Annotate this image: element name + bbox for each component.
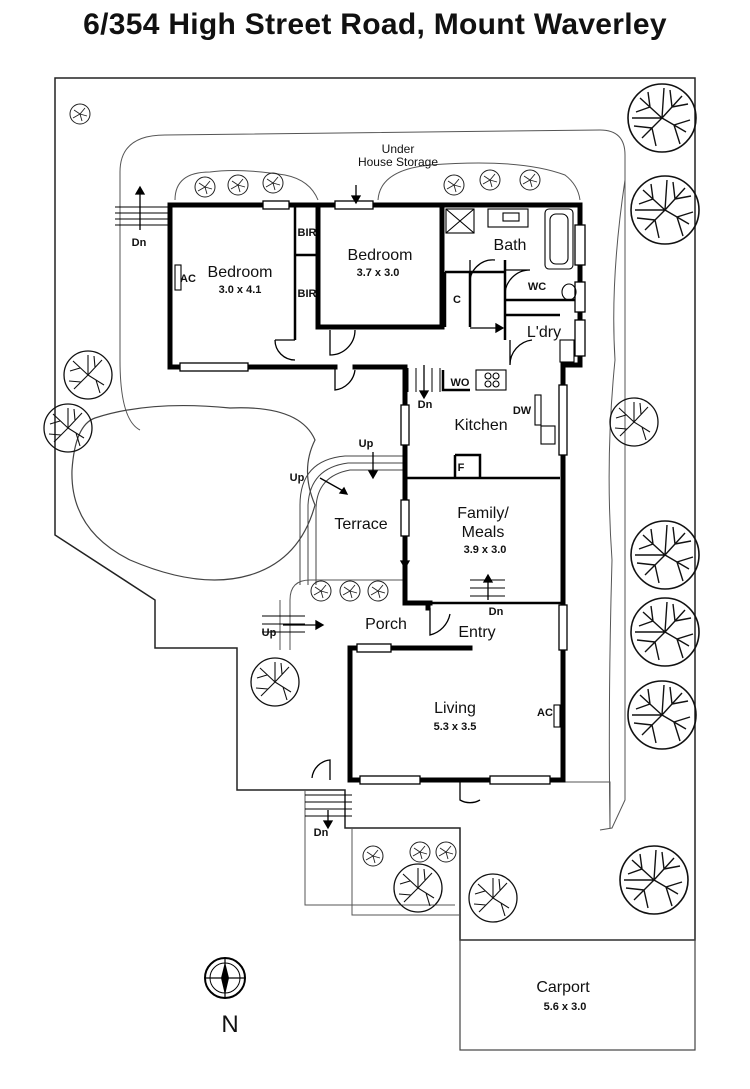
under-house-label-2: House Storage	[358, 155, 438, 169]
up-label-lawn: Up	[290, 472, 305, 484]
ac-label-bedroom: AC	[180, 273, 196, 285]
wc-name: WC	[528, 281, 546, 293]
wo-label: WO	[451, 377, 470, 389]
carport-outline	[459, 939, 696, 1051]
bedroom2-size: 3.7 x 3.0	[357, 267, 400, 279]
porch-name: Porch	[365, 616, 407, 633]
garden-bed-porch	[279, 579, 405, 650]
direction-arrows	[134, 185, 505, 830]
family-name-line2: Meals	[462, 524, 505, 541]
terrace-curve	[299, 455, 403, 585]
fixtures	[174, 208, 577, 728]
family-name-line1: Family/	[457, 505, 509, 522]
carport-size: 5.6 x 3.0	[544, 1001, 587, 1013]
windows	[179, 200, 586, 785]
steps	[115, 206, 505, 817]
living-size: 5.3 x 3.5	[434, 721, 477, 733]
doors	[274, 259, 533, 804]
garden-path-outline	[119, 129, 626, 831]
cupboard-label: C	[453, 294, 461, 306]
garden-bed-right	[608, 179, 626, 829]
fridge-label: F	[458, 462, 465, 474]
front-garden-lines	[304, 781, 611, 916]
living-name: Living	[434, 700, 476, 717]
trees	[43, 83, 700, 923]
north-compass-icon	[204, 957, 246, 999]
bedroom1-size: 3.0 x 4.1	[219, 284, 262, 296]
family-size: 3.9 x 3.0	[464, 544, 507, 556]
compass-north-label: N	[221, 1011, 238, 1038]
laundry-name: L'dry	[527, 324, 561, 341]
dn-label-west: Dn	[132, 237, 147, 249]
garden-bed-top	[174, 162, 581, 201]
entry-name: Entry	[458, 624, 495, 641]
dn-label-front: Dn	[314, 827, 329, 839]
property-address-title: 6/354 High Street Road, Mount Waverley	[83, 8, 667, 41]
terrace-name: Terrace	[334, 516, 387, 533]
bath-name: Bath	[494, 237, 527, 254]
up-label-porch: Up	[262, 627, 277, 639]
bedroom2-name: Bedroom	[348, 247, 413, 264]
under-house-label-1: Under	[382, 142, 415, 156]
ac-label-living: AC	[537, 707, 553, 719]
bir-label-top: BIR	[298, 227, 317, 239]
dw-label: DW	[513, 405, 532, 417]
interior-walls	[293, 205, 580, 605]
bedroom1-name: Bedroom	[208, 264, 273, 281]
dn-label-entry: Dn	[489, 606, 504, 618]
carport-name: Carport	[536, 979, 590, 996]
kitchen-name: Kitchen	[454, 417, 507, 434]
lawn-shape	[71, 404, 316, 581]
bir-label-bottom: BIR	[298, 288, 317, 300]
up-label-terrace: Up	[359, 438, 374, 450]
dn-label-kitchen: Dn	[418, 399, 433, 411]
